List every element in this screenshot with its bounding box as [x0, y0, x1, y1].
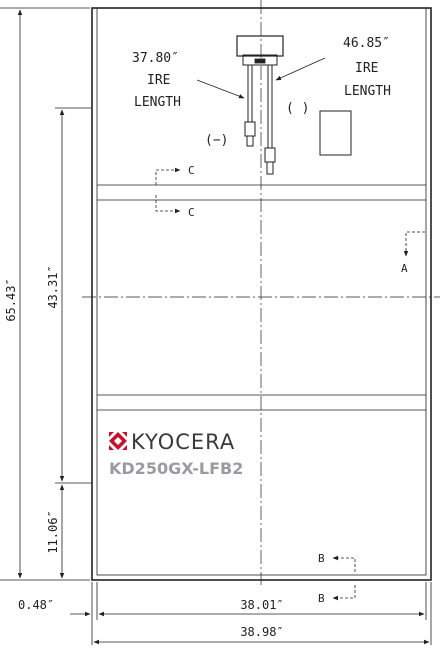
section-b-marker — [332, 555, 356, 601]
leader-positive — [275, 57, 326, 81]
kyocera-logo-icon — [109, 432, 127, 450]
positive-cable-label-length: LENGTH — [344, 84, 391, 99]
section-b-bottom: B — [318, 592, 325, 605]
dim-width-inner: 38.01″ — [240, 598, 283, 612]
section-b-top: B — [318, 552, 325, 565]
dim-width-total: 38.98″ — [240, 625, 283, 639]
leader-negative — [196, 79, 245, 99]
dim-height-total: 65.43″ — [4, 278, 18, 321]
junction-box — [236, 35, 284, 175]
section-c-bottom: C — [188, 206, 195, 219]
positive-polarity: ( ) — [286, 101, 309, 116]
brand-name: KYOCERA — [131, 430, 235, 454]
section-a-marker — [403, 231, 425, 257]
model-number: KD250GX-LFB2 — [109, 459, 243, 478]
centerlines — [82, 0, 440, 585]
negative-cable-label-length: LENGTH — [134, 95, 181, 110]
section-c-top: C — [188, 164, 195, 177]
positive-cable-length: 46.85″ — [343, 36, 390, 51]
label-plate — [319, 110, 352, 156]
dim-height-bottom: 11.06″ — [46, 510, 60, 553]
section-a: A — [401, 262, 408, 275]
negative-cable-length: 37.80″ — [132, 51, 179, 66]
vertical-dimensions — [0, 7, 92, 581]
section-c-marker — [155, 167, 181, 214]
dim-width-offset: 0.48″ — [18, 598, 54, 612]
panel-frame — [91, 7, 432, 581]
positive-cable-label-ire: IRE — [355, 61, 378, 76]
dim-height-mount: 43.31″ — [46, 265, 60, 308]
negative-polarity: (−) — [205, 133, 228, 148]
horizontal-dimensions — [70, 582, 432, 645]
negative-cable-label-ire: IRE — [147, 73, 170, 88]
